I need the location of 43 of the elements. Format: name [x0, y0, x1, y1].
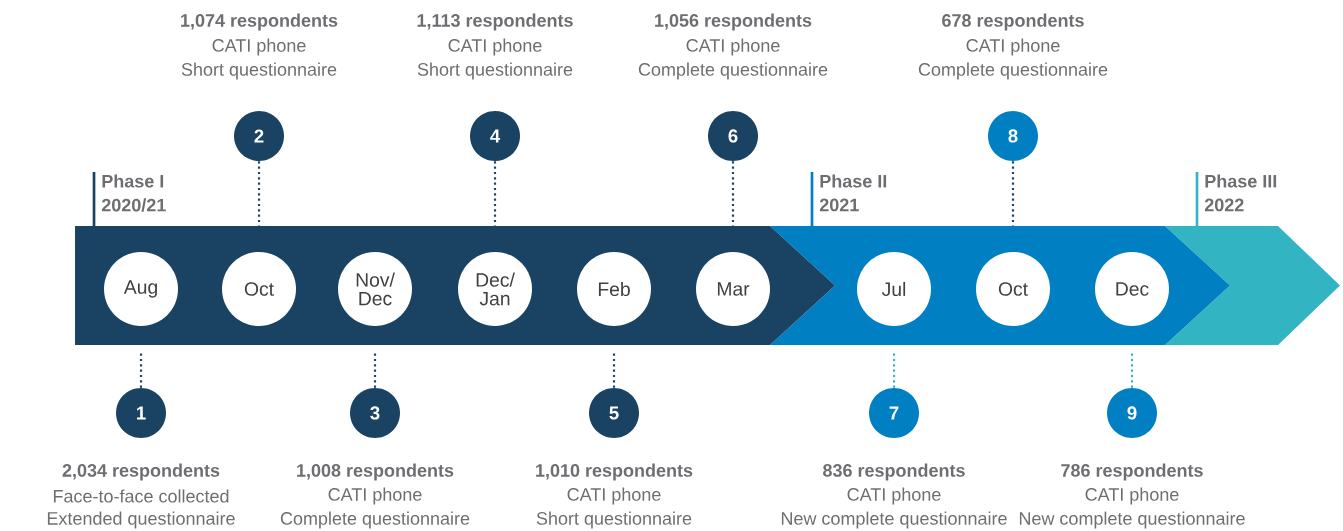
dotted-connector — [731, 161, 735, 226]
dotted-connector — [1011, 161, 1015, 226]
method-text: Short questionnaire — [417, 62, 573, 80]
node-label: 2022 — [1204, 198, 1244, 212]
respondent-count: 836 respondents — [823, 463, 965, 481]
method-text: Complete questionnaire — [638, 62, 828, 80]
method-text: CATI phone — [847, 487, 941, 505]
method-text: Short questionnaire — [181, 62, 337, 80]
method-text: Complete questionnaire — [280, 511, 470, 529]
method-text: CATI phone — [686, 38, 780, 56]
node-label: Phase II — [820, 174, 887, 188]
method-text: CATI phone — [567, 487, 661, 505]
method-text: Short questionnaire — [536, 511, 692, 529]
respondent-count: 1,056 respondents — [655, 13, 812, 31]
dotted-connector — [493, 161, 497, 226]
method-text: Extended questionnaire — [47, 511, 235, 529]
node-label: 2020/21 — [101, 198, 166, 212]
method-text: CATI phone — [966, 38, 1060, 56]
dotted-connector — [1130, 352, 1134, 388]
node-label: Phase I — [102, 174, 164, 188]
respondent-count: 2,034 respondents — [62, 463, 220, 481]
respondent-count: 678 respondents — [942, 13, 1084, 31]
node-label: 2021 — [819, 198, 859, 212]
method-text: Face-to-face collected — [53, 489, 229, 503]
dotted-connector — [257, 161, 261, 226]
dotted-connector — [373, 352, 377, 388]
respondent-count: 1,008 respondents — [297, 463, 454, 481]
respondent-count: 1,074 respondents — [181, 13, 338, 31]
node-label: Phase III — [1205, 174, 1277, 188]
dotted-connector — [892, 352, 896, 388]
phase-band: Phase III 2022 — [1165, 172, 1340, 345]
dotted-connector — [612, 352, 616, 388]
method-text: New complete questionnaire — [781, 511, 1007, 529]
method-text: CATI phone — [1085, 487, 1179, 505]
method-text: Complete questionnaire — [918, 62, 1108, 80]
respondent-count: 1,010 respondents — [536, 463, 693, 481]
method-text: CATI phone — [448, 38, 542, 56]
method-text: New complete questionnaire — [1019, 511, 1245, 529]
respondent-count: 1,113 respondents — [417, 13, 573, 31]
method-text: CATI phone — [328, 487, 422, 505]
dotted-connector — [139, 352, 143, 388]
respondent-count: 786 respondents — [1061, 463, 1203, 481]
method-text: CATI phone — [212, 38, 306, 56]
